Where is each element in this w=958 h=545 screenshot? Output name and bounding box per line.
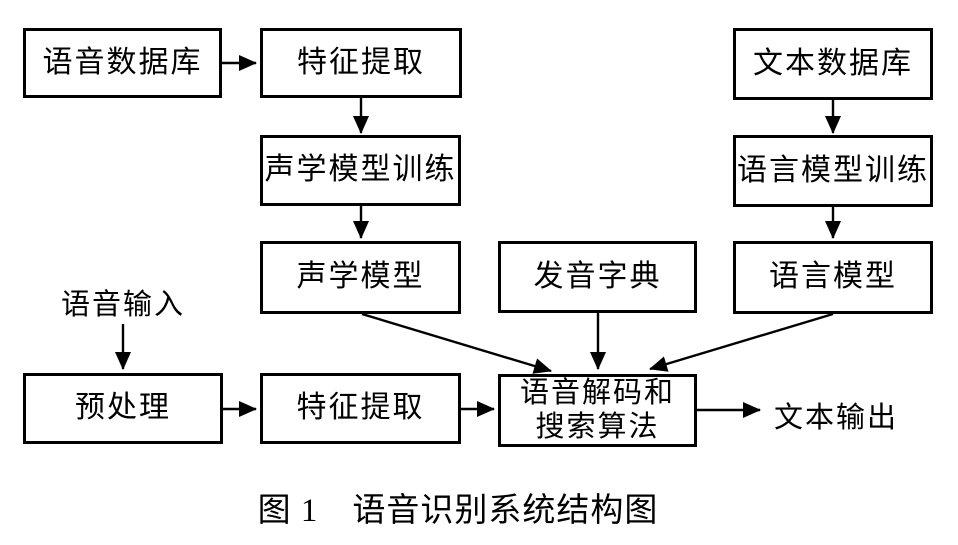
node-text-database-label: 文本数据库	[753, 46, 913, 80]
node-pronunciation-dictionary: 发音字典	[498, 241, 697, 313]
node-language-model: 语言模型	[733, 241, 933, 314]
node-voice-database-label: 语音数据库	[42, 45, 203, 79]
label-text-output: 文本输出	[773, 402, 898, 434]
node-feature-extraction-top-label: 特征提取	[297, 45, 425, 79]
node-preprocess-label: 预处理	[75, 391, 171, 425]
node-pronunciation-dictionary-label: 发音字典	[533, 259, 662, 293]
node-feature-extraction-bottom-label: 特征提取	[296, 391, 425, 425]
node-language-model-training-label: 语言模型训练	[737, 153, 929, 187]
node-acoustic-model-label: 声学模型	[296, 260, 425, 294]
node-preprocess: 预处理	[23, 373, 223, 444]
node-acoustic-model-training-label: 声学模型训练	[264, 153, 457, 187]
node-feature-extraction-bottom: 特征提取	[260, 373, 461, 444]
node-feature-extraction-top: 特征提取	[260, 28, 462, 98]
label-speech-input: 语音输入	[60, 289, 185, 321]
node-acoustic-model-training: 声学模型训练	[260, 135, 461, 206]
figure-caption: 图 1 语音识别系统结构图	[257, 493, 659, 529]
node-text-database: 文本数据库	[733, 28, 933, 100]
node-language-model-label: 语言模型	[769, 260, 897, 294]
node-acoustic-model: 声学模型	[260, 241, 461, 314]
node-language-model-training: 语言模型训练	[733, 135, 933, 207]
node-voice-database: 语音数据库	[23, 28, 222, 98]
node-decoder-label-line1: 语音解码和	[519, 377, 675, 410]
node-decoder-label-line2: 搜索算法	[535, 410, 660, 443]
node-decoder: 语音解码和 搜索算法	[498, 374, 697, 447]
arrow-acoustic-model-to-decoder	[361, 312, 552, 374]
arrow-language-model-to-decoder	[649, 312, 834, 372]
